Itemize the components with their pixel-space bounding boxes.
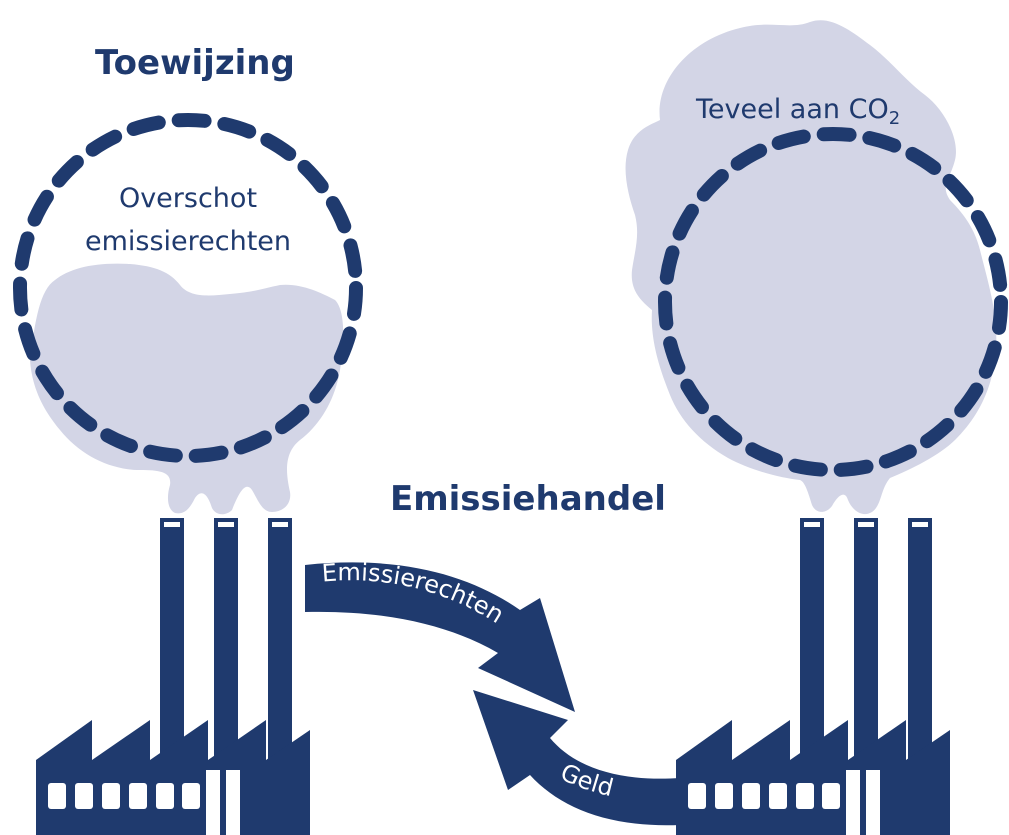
right-emissions-circle bbox=[658, 127, 1008, 477]
left-factory-windows bbox=[48, 770, 240, 835]
left-chimneys bbox=[160, 518, 292, 778]
excess-co2-subscript: 2 bbox=[889, 108, 900, 129]
left-smoke bbox=[30, 263, 344, 515]
money-arrow bbox=[473, 690, 680, 826]
emission-rights-arrow bbox=[305, 562, 575, 712]
left-allowance-circle bbox=[13, 113, 363, 463]
excess-co2-main: Teveel aan CO bbox=[695, 94, 889, 125]
title-emission-trading: Emissiehandel bbox=[390, 479, 666, 519]
surplus-label-line2: emissierechten bbox=[85, 226, 291, 257]
title-allocation: Toewijzing bbox=[95, 43, 295, 83]
excess-co2-label: Teveel aan CO2 bbox=[695, 94, 900, 129]
right-smoke-cloud bbox=[625, 20, 997, 515]
right-chimneys bbox=[800, 518, 932, 778]
right-factory-windows bbox=[688, 770, 880, 835]
surplus-label-line1: Overschot bbox=[119, 183, 257, 214]
